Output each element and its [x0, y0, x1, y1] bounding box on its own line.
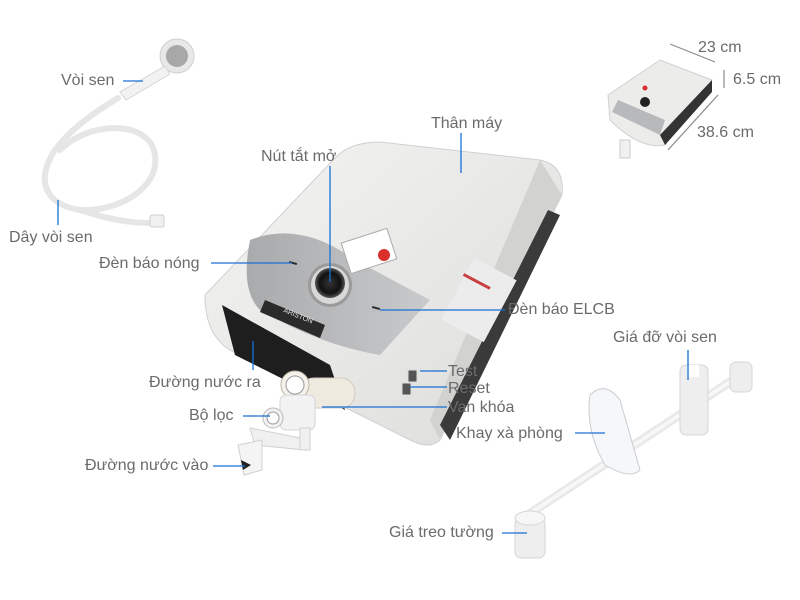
heater-body: ARISTON	[204, 141, 563, 446]
heat-indicator-led	[288, 260, 298, 266]
soap-tray-shape	[588, 388, 641, 475]
leader-lines	[57, 80, 689, 534]
label-elcb-indicator: Đèn báo ELCB	[508, 301, 615, 318]
reset-button-shape	[401, 382, 412, 396]
label-shower-hose: Dây vòi sen	[9, 229, 93, 246]
dimension-height: 38.6 cm	[697, 124, 754, 141]
dimension-depth: 6.5 cm	[733, 71, 782, 88]
hose-connector	[149, 214, 165, 228]
label-soap-tray: Khay xà phòng	[456, 425, 563, 442]
label-filter: Bộ lọc	[189, 407, 234, 424]
elcb-indicator-led	[371, 305, 381, 311]
label-water-outlet: Đường nước ra	[149, 374, 261, 391]
shower-bracket	[514, 361, 753, 559]
label-power-button: Nút tắt mở	[261, 148, 337, 165]
label-shower-head: Vòi sen	[61, 72, 115, 89]
power-knob	[315, 268, 345, 298]
label-valve: Van khóa	[448, 399, 515, 416]
label-body: Thân máy	[431, 115, 503, 132]
label-shower-holder: Giá đỡ vòi sen	[613, 329, 717, 346]
test-button-shape	[407, 369, 418, 383]
dimension-width: 23 cm	[698, 39, 742, 56]
dimension-thumbnail	[607, 43, 725, 159]
instruction-sticker	[340, 227, 398, 275]
label-heat-indicator: Đèn báo nóng	[99, 255, 200, 272]
shower-head	[119, 38, 195, 101]
label-water-inlet: Đường nước vào	[85, 457, 209, 474]
shower-hose	[41, 95, 161, 226]
label-reset: Reset	[448, 380, 490, 397]
label-wall-mount: Giá treo tường	[389, 524, 494, 541]
label-test: Test	[448, 363, 478, 380]
